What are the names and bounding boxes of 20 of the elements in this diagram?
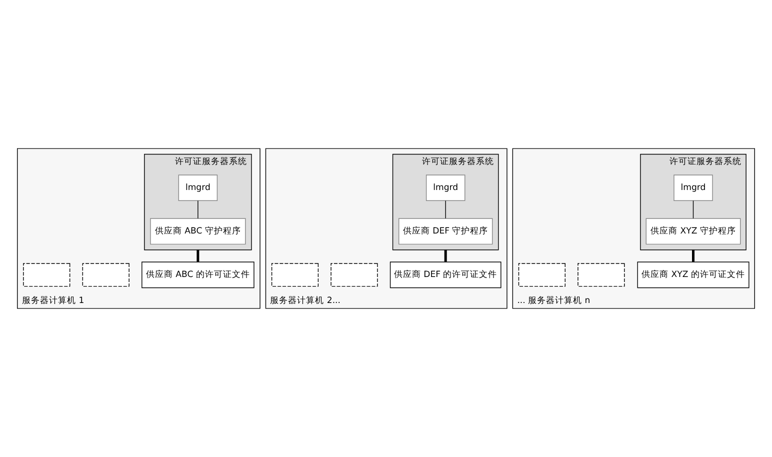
connector — [445, 200, 446, 219]
node-box — [23, 263, 70, 287]
node-box: 供应商 XYZ 守护程序 — [646, 218, 741, 245]
node-box: lmgrd — [674, 174, 713, 202]
connector — [196, 250, 200, 262]
connector — [692, 250, 694, 262]
node-box — [82, 263, 130, 287]
connector — [692, 200, 694, 219]
node-box: 供应商 ABC 守护程序 — [150, 218, 246, 245]
node-box — [518, 263, 566, 287]
node-box: 供应商 ABC 的许可证文件 — [142, 262, 254, 288]
node-box: lmgrd — [426, 174, 466, 202]
node-box: 供应商 DEF 的许可证文件 — [390, 262, 502, 288]
node-box — [578, 263, 625, 287]
node-box: 供应商 XYZ 的许可证文件 — [637, 262, 750, 288]
node-box — [271, 263, 319, 287]
node-box — [330, 263, 378, 287]
connector — [444, 250, 447, 262]
node-box: 供应商 DEF 守护程序 — [398, 218, 493, 245]
node-box: lmgrd — [178, 174, 218, 202]
